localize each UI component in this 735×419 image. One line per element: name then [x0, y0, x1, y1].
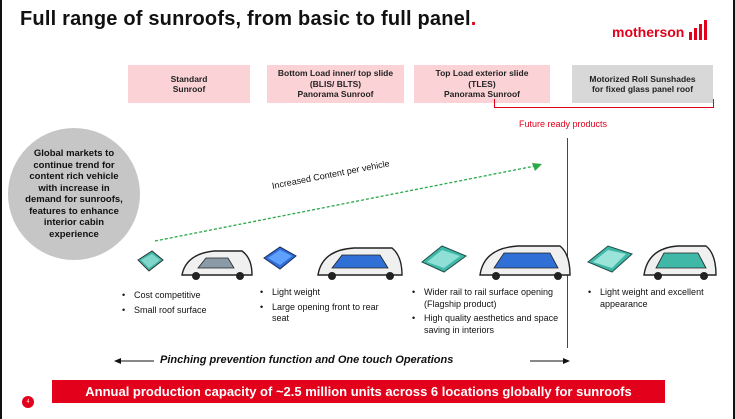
feature-item: Cost competitive — [120, 290, 260, 302]
category-tles: Top Load exterior slide(TLES)Panorama Su… — [414, 65, 550, 103]
tles-glass-icon — [421, 245, 468, 273]
tles-car-icon — [479, 245, 571, 280]
features-roll-shade: Light weight and excellent appearance — [586, 287, 726, 313]
features-standard: Cost competitive Small roof surface — [120, 290, 260, 319]
future-divider-line — [567, 138, 568, 348]
future-bracket-right — [713, 99, 714, 108]
roll-shade-glass-icon — [587, 245, 633, 273]
feature-item: Light weight — [258, 287, 398, 299]
future-ready-label: Future ready products — [519, 119, 608, 129]
feature-item: Large opening front to rear seat — [258, 302, 398, 325]
pinch-arrow — [114, 358, 570, 364]
future-bracket — [494, 107, 714, 108]
feature-item: High quality aesthetics and space saving… — [410, 313, 570, 336]
feature-item: Wider rail to rail surface opening (Flag… — [410, 287, 570, 310]
blis-car-icon — [317, 247, 403, 280]
content-trend-arrow — [154, 163, 542, 242]
pinch-prevention-label: Pinching prevention function and One tou… — [160, 354, 454, 366]
blis-glass-icon — [263, 246, 297, 270]
feature-item: Light weight and excellent appearance — [586, 287, 726, 310]
logo-wordmark: motherson — [612, 24, 685, 40]
market-trend-circle: Global markets to continue trend for con… — [8, 128, 140, 260]
motherson-logo: motherson — [612, 20, 708, 40]
capacity-banner: Annual production capacity of ~2.5 milli… — [52, 380, 665, 403]
logo-bars-icon — [689, 20, 708, 40]
slide-title: Full range of sunroofs, from basic to fu… — [20, 8, 477, 30]
standard-sunroof-glass-icon — [137, 250, 164, 272]
category-blis-blts: Bottom Load inner/ top slide(BLIS/ BLTS)… — [267, 65, 404, 103]
left-edge-border — [0, 0, 2, 419]
right-edge-border — [733, 0, 735, 419]
sunroof-images — [137, 245, 633, 280]
future-bracket-left — [494, 99, 495, 108]
features-tles: Wider rail to rail surface opening (Flag… — [410, 287, 570, 339]
standard-sunroof-car-icon — [181, 250, 253, 280]
feature-item: Small roof surface — [120, 305, 260, 317]
features-blis: Light weight Large opening front to rear… — [258, 287, 398, 328]
roll-shade-car-icon — [643, 245, 717, 280]
page-number: 4 — [22, 396, 34, 408]
